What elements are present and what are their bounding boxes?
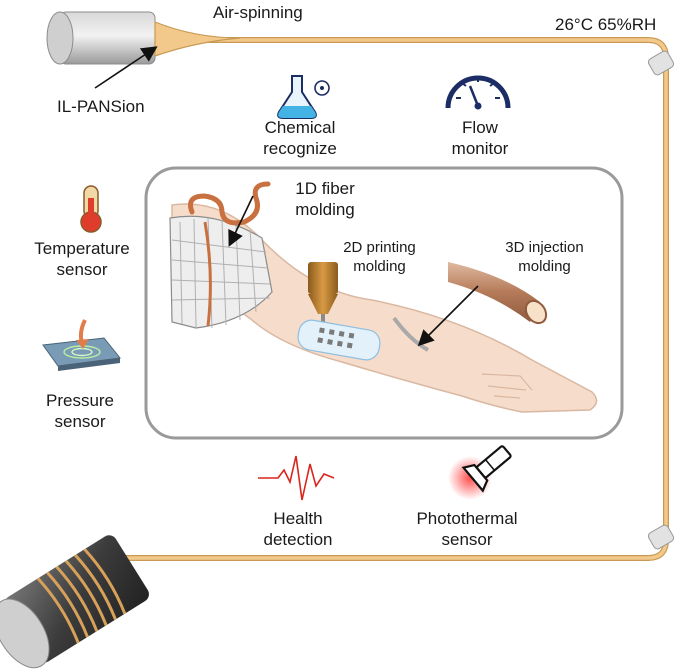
printing-nozzle xyxy=(308,262,338,326)
guide-roller-top xyxy=(647,50,675,76)
spinneret-cylinder xyxy=(46,11,241,65)
fiber-1d-icon xyxy=(188,181,271,226)
guide-roller-bottom xyxy=(647,524,675,550)
flashlight-icon xyxy=(448,445,512,500)
flask-icon xyxy=(277,75,330,119)
pressure-pad-icon xyxy=(42,319,121,371)
woven-armband xyxy=(169,215,273,329)
conditions-label: 26°C 65%RH xyxy=(555,15,657,34)
ecg-icon xyxy=(258,455,335,501)
arm-illustration xyxy=(171,203,598,413)
injection-arrow xyxy=(417,285,479,347)
gauge-icon xyxy=(445,75,511,110)
fiber-1d-arrow xyxy=(228,195,254,247)
il-pansion-label: IL-PANSion xyxy=(57,97,145,116)
injected-strip xyxy=(392,316,429,352)
thermometer-icon xyxy=(80,185,102,233)
injection-tube xyxy=(448,262,548,325)
printed-patch xyxy=(297,319,381,361)
collector-roller xyxy=(0,535,149,669)
il-pansion-arrow xyxy=(94,46,158,89)
air-spinning-label: Air-spinning xyxy=(213,3,303,22)
